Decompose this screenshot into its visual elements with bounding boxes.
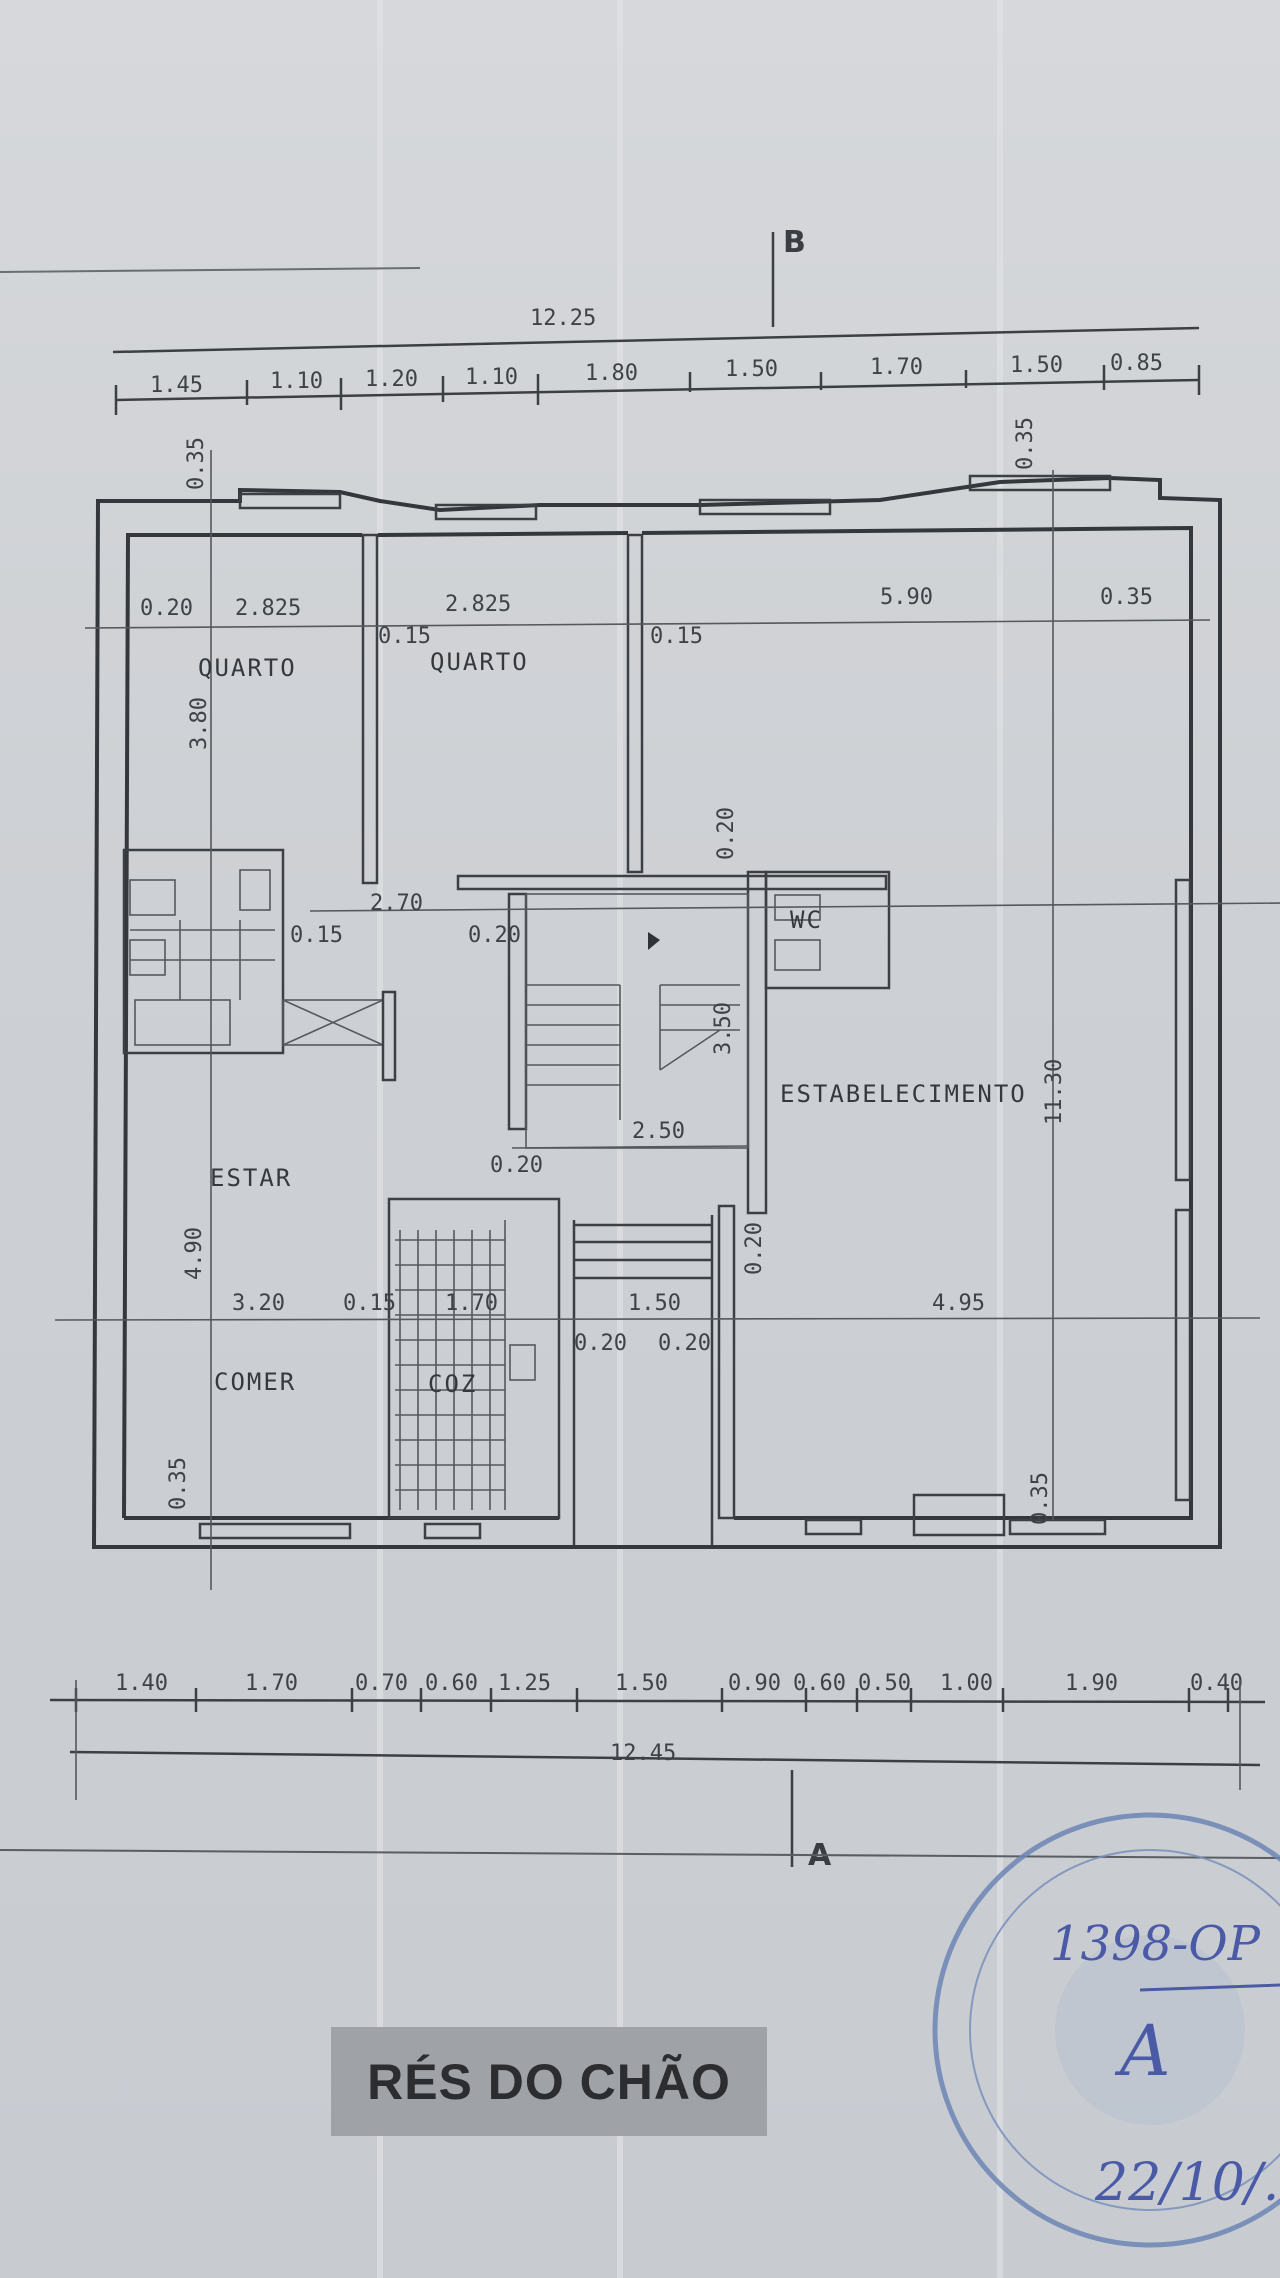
interior-dimension-lines [54, 450, 1280, 1590]
room-label-wc: WC [790, 906, 823, 934]
dim-label: 0.20 [742, 1222, 767, 1275]
stamp-number: 1398-OP [1050, 1916, 1261, 1972]
section-marker-b: B [783, 225, 806, 260]
municipal-stamp: 1398-OP A 22/10/… [932, 1812, 1280, 2248]
stair-direction-arrow-icon [648, 932, 660, 950]
dim-label: 1.50 [615, 1671, 668, 1696]
dim-label: 0.15 [343, 1291, 396, 1316]
dim-label: 1.80 [585, 361, 638, 386]
dim-label: 1.50 [628, 1291, 681, 1316]
dim-label: 0.60 [425, 1671, 478, 1696]
dim-label: 0.20 [574, 1331, 627, 1356]
top-total-dimension: 12.25 [530, 306, 596, 331]
dim-label: 3.20 [232, 1291, 285, 1316]
dim-label: 0.20 [714, 807, 739, 860]
drawing-title-label: RÉS DO CHÃO [331, 2027, 767, 2136]
dim-label: 0.35 [1100, 585, 1153, 610]
dim-label: 1.40 [115, 1671, 168, 1696]
dim-label: 2.825 [235, 596, 301, 621]
exterior-walls [91, 474, 1222, 1549]
room-label-quarto-2: QUARTO [430, 648, 529, 676]
dim-label: 0.20 [658, 1331, 711, 1356]
interior-dimension-labels: 0.35 0.35 0.20 2.825 2.825 5.90 0.35 0.1… [140, 417, 1153, 1525]
stamp-initial: A [1114, 2010, 1171, 2092]
dim-label: 4.95 [932, 1291, 985, 1316]
dim-label: 0.20 [468, 923, 521, 948]
bottom-dimension-chain: 1.40 1.70 0.70 0.60 1.25 1.50 0.90 0.60 … [0, 1671, 1280, 1873]
room-label-comer: COMER [214, 1368, 296, 1396]
dim-label: 0.60 [793, 1671, 846, 1696]
kitchen-tiles [395, 1220, 536, 1510]
room-label-quarto-1: QUARTO [198, 654, 297, 682]
dim-label: 5.90 [880, 585, 933, 610]
dim-label: 0.15 [378, 624, 431, 649]
dim-label: 3.50 [711, 1002, 736, 1055]
dim-label: 2.70 [370, 891, 423, 916]
dim-label: 1.90 [1065, 1671, 1118, 1696]
room-label-coz: COZ [428, 1370, 477, 1398]
drawing-title: RÉS DO CHÃO [367, 2053, 731, 2110]
dim-label: 1.70 [245, 1671, 298, 1696]
paper-folds [377, 0, 1003, 2278]
interior-walls [122, 533, 891, 1545]
dim-label: 3.80 [187, 697, 212, 750]
dim-label: 2.825 [445, 592, 511, 617]
bottom-total-dimension: 12.45 [610, 1741, 676, 1766]
dim-label: 0.90 [728, 1671, 781, 1696]
dim-label: 2.50 [632, 1119, 685, 1144]
dim-label: 0.70 [355, 1671, 408, 1696]
dim-label: 1.10 [465, 365, 518, 390]
dim-label: 1.45 [150, 373, 203, 398]
top-dimension-chain: B 12.25 1.45 1.10 1.20 1.10 1.80 1.50 1.… [112, 225, 1201, 415]
dim-label: 1.50 [1010, 353, 1063, 378]
dim-label: 0.35 [1028, 1472, 1053, 1525]
dim-label: 0.50 [858, 1671, 911, 1696]
dim-label: 0.35 [184, 437, 209, 490]
stamp-date: 22/10/… [1094, 2153, 1280, 2213]
dim-label: 1.25 [498, 1671, 551, 1696]
dim-label: 0.85 [1110, 351, 1163, 376]
dim-label: 0.15 [650, 624, 703, 649]
room-label-estar: ESTAR [210, 1164, 292, 1192]
dim-label: 0.35 [1013, 417, 1038, 470]
dim-label: 4.90 [182, 1227, 207, 1280]
room-label-estabelecimento: ESTABELECIMENTO [780, 1080, 1027, 1108]
dim-label: 1.70 [870, 355, 923, 380]
dim-label: 0.20 [490, 1153, 543, 1178]
dim-label: 0.15 [290, 923, 343, 948]
dim-label: 0.35 [166, 1457, 191, 1510]
dim-label: 0.20 [140, 596, 193, 621]
dim-label: 0.40 [1190, 1671, 1243, 1696]
dim-label: 1.70 [445, 1291, 498, 1316]
dim-label: 1.00 [940, 1671, 993, 1696]
dim-label: 1.10 [270, 369, 323, 394]
dim-label: 1.50 [725, 357, 778, 382]
dim-label: 11.30 [1042, 1059, 1067, 1125]
dim-label: 1.20 [365, 367, 418, 392]
